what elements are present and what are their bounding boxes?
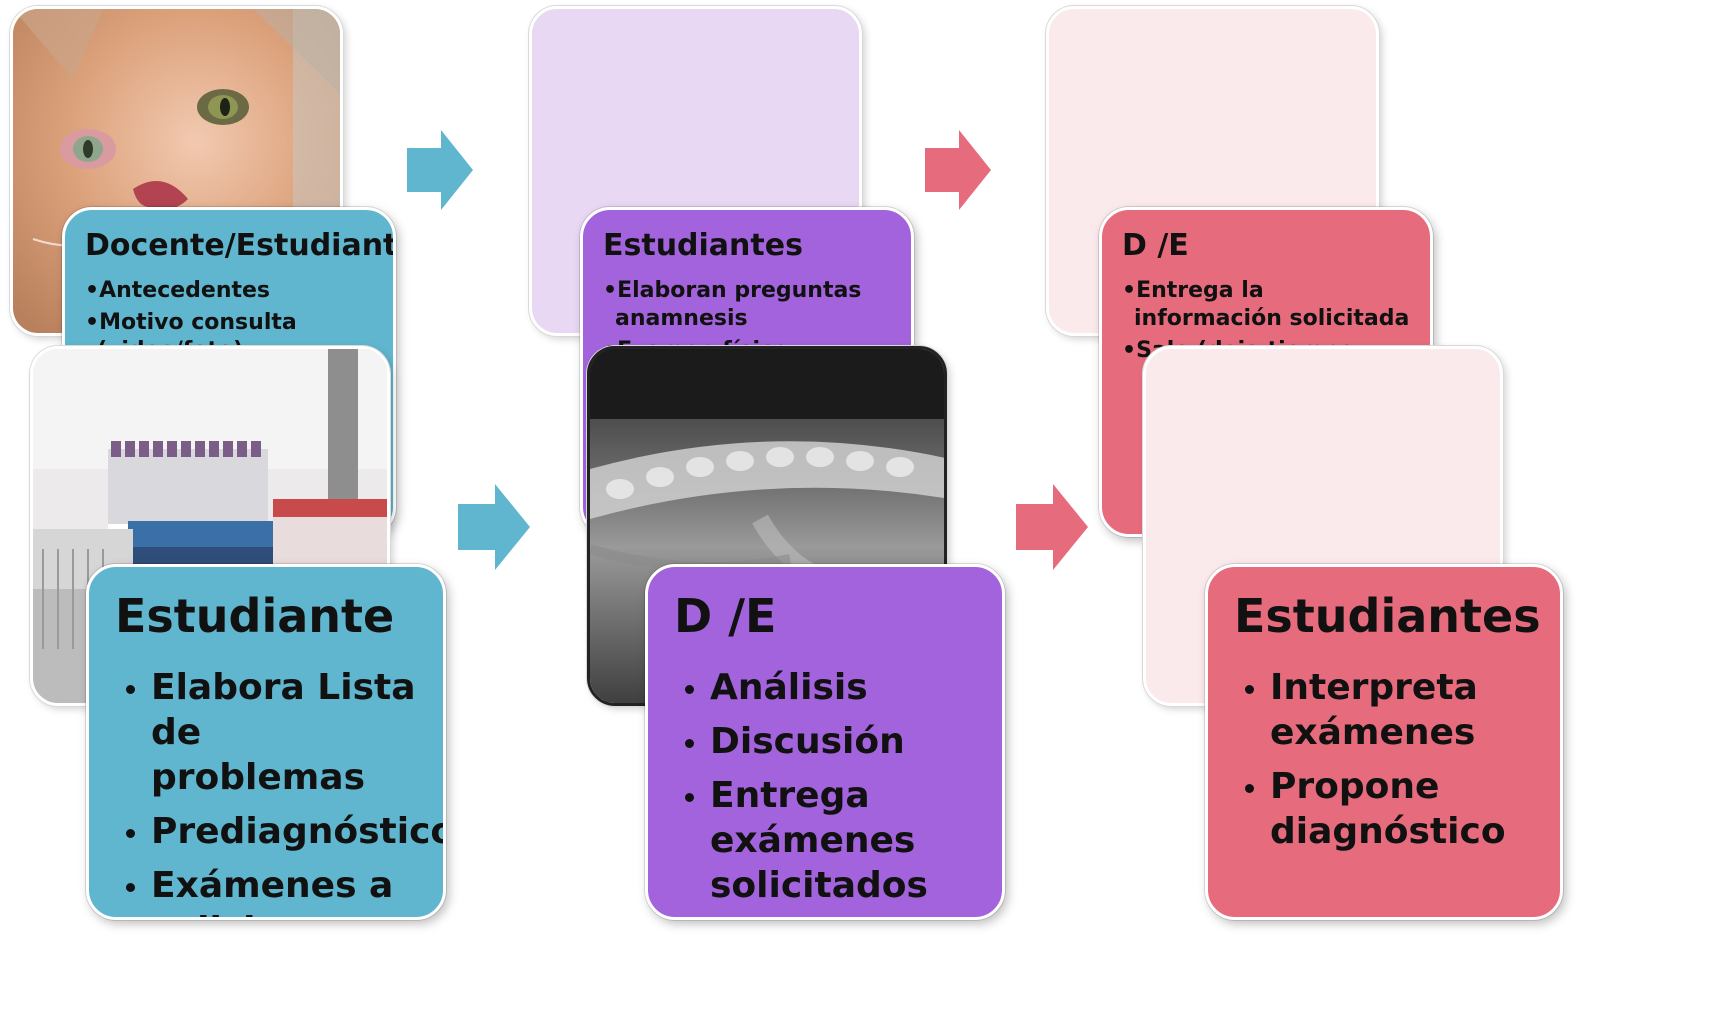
stage3-bottom-card: Estudiantes Interpreta exámenes Propone …	[1205, 564, 1563, 920]
card-item: Exámenes a solicitar	[151, 863, 419, 917]
card-title: Estudiante	[115, 589, 395, 643]
card-item: Entrega exámenes solicitados	[710, 773, 978, 908]
card-item: Interpreta exámenes	[1270, 665, 1536, 755]
card-title: D /E	[1122, 228, 1189, 263]
card-item: Elabora Lista de problemas	[151, 665, 419, 800]
card-title: D /E	[674, 589, 777, 643]
card-title: Docente/Estudiantes	[85, 228, 396, 263]
card-item: Discusión	[710, 719, 978, 764]
card-item: Elaboran preguntas anamnesis	[603, 277, 891, 333]
card-title: Estudiantes	[603, 228, 803, 263]
right-arrow-icon	[407, 130, 473, 210]
card-item: Entrega la información solicitada	[1122, 277, 1410, 333]
right-arrow-icon	[1016, 484, 1088, 570]
card-item: Antecedentes	[85, 277, 373, 305]
right-arrow-icon	[925, 130, 991, 210]
card-item: Propone diagnóstico	[1270, 764, 1536, 854]
card-item: Análisis	[710, 665, 978, 710]
card-title: Estudiantes	[1234, 589, 1541, 643]
stage2-bottom-card: D /E Análisis Discusión Entrega exámenes…	[645, 564, 1005, 920]
stage1-bottom-card: Estudiante Elabora Lista de problemas Pr…	[86, 564, 446, 920]
right-arrow-icon	[458, 484, 530, 570]
card-item: Prediagnósticos	[151, 809, 443, 854]
